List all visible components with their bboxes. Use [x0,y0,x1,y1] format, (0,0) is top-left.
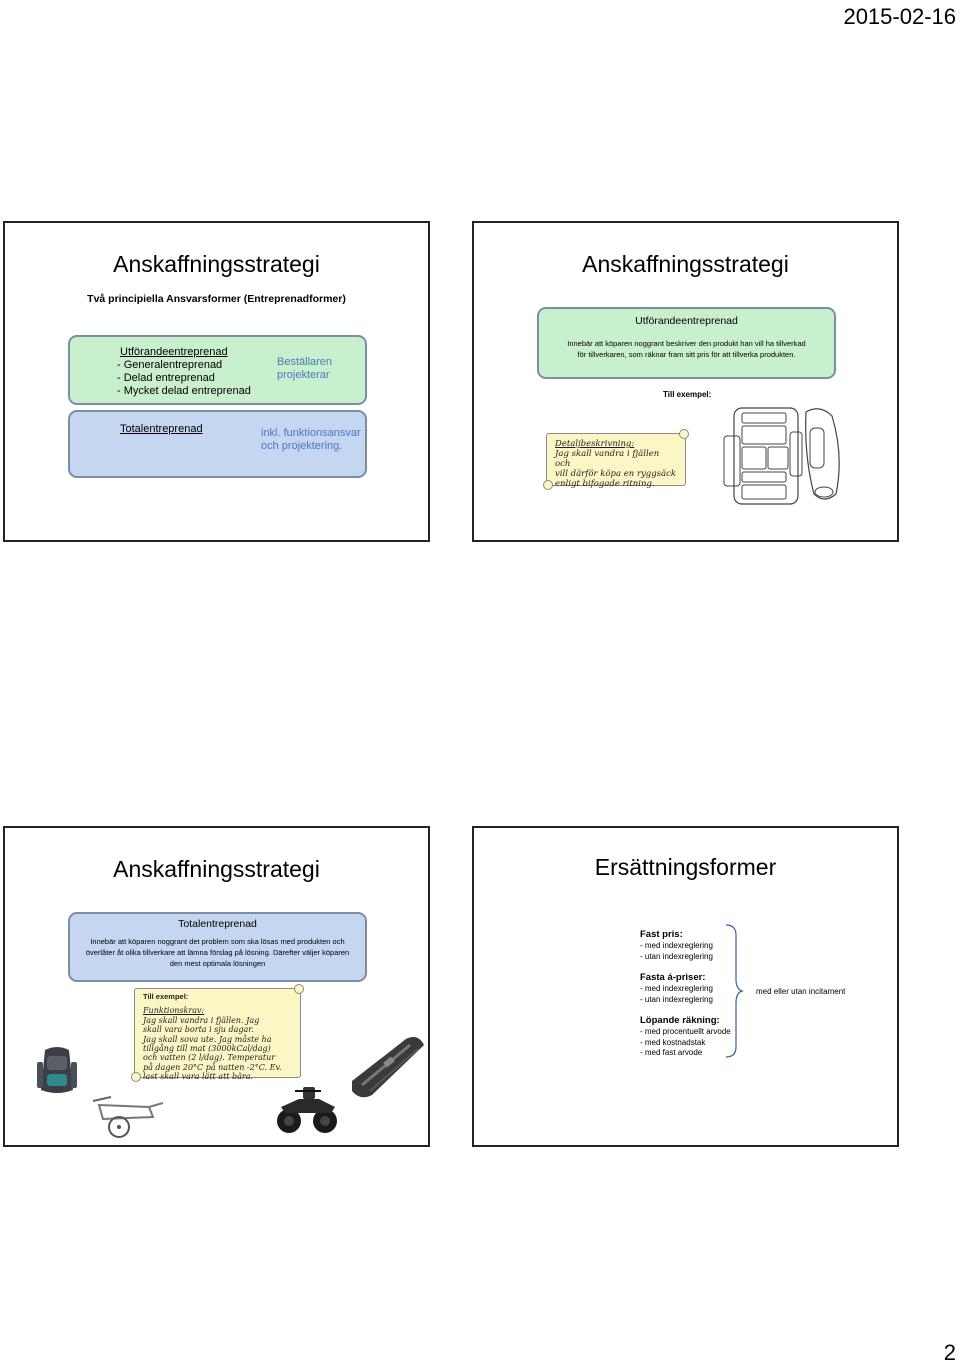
utforande-item: - Delad entreprenad [117,372,215,384]
slide-subtitle: Två principiella Ansvarsformer (Entrepre… [87,293,346,305]
brace-icon [725,924,744,1058]
cart-image [92,1096,164,1138]
scroll-line: tillgång till mat (3000kCal/dag) [143,1044,271,1054]
detail-scroll: Detaljbeskrivning: Jag skall vandra i fj… [543,429,689,490]
total-note: inkl. funktionsansvar [261,427,361,439]
group-item: - utan indexreglering [640,951,713,961]
header-date: 2015-02-16 [843,4,956,29]
utforande-box: Utförandeentreprenad Innebär att köparen… [537,307,836,379]
group-fast-pris: Fast pris: - med indexreglering - utan i… [640,929,713,962]
total-note-2: och projektering. [261,440,343,452]
utforande-heading: Utförandeentreprenad [635,315,738,327]
group-item: - med fast arvode [640,1048,703,1057]
group-lopande-rakning: Löpande räkning: - med procentuellt arvo… [640,1015,731,1059]
total-box: Totalentreprenad Innebär att köparen nog… [68,912,367,982]
atv-image [277,1087,337,1133]
slide-title: Anskaffningsstrategi [113,856,320,882]
backpack-image [37,1047,77,1093]
total-heading: Totalentreprenad [178,918,257,930]
group-item: - med indexreglering [640,984,713,993]
slide-4: Ersättningsformer Fast pris: - med index… [472,826,899,1147]
total-description-3: den mest optimala lösningen [169,959,266,968]
utforande-box: Utförandeentreprenad - Generalentreprena… [68,335,367,405]
incitament-note: med eller utan incitament [756,987,846,996]
slide-2: Anskaffningsstrategi Utförandeentreprena… [472,221,899,542]
scroll-line: och vatten (2 l/dag). Temperatur [143,1053,276,1063]
total-heading: Totalentreprenad [120,423,203,435]
scroll-line: last skall vara lätt att bära. [143,1072,254,1082]
utforande-description-2: för tillverkaren, som räknar fram sitt p… [577,350,796,359]
scroll-heading: Funktionskrav: [143,1006,205,1016]
utforande-item: - Generalentreprenad [117,359,223,371]
total-description: Innebär att köparen noggrant det problem… [90,937,345,946]
backpack-drawing [723,407,840,505]
group-item: - med procentuellt arvode [640,1027,731,1036]
bestallaren-note-2: projekterar [277,369,330,381]
slide-title: Ersättningsformer [594,854,777,880]
slide-3: Anskaffningsstrategi Totalentreprenad In… [3,826,430,1147]
sled-bag-image [352,1037,424,1098]
scroll-line: vill därför köpa en ryggsäck [555,469,677,479]
scroll-line: Jag skall vandra i fjällen och [555,449,660,469]
slide-1: Anskaffningsstrategi Två principiella An… [3,221,430,542]
group-heading: Löpande räkning: [640,1015,720,1026]
example-label: Till exempel: [663,390,712,399]
scroll-line: Jag skall vandra i fjällen. Jag [143,1015,260,1025]
utforande-item: - Mycket delad entreprenad [117,385,251,397]
scroll-line: skall vara borta i sju dagar. [143,1025,254,1035]
slide-title: Anskaffningsstrategi [113,251,320,277]
group-fasta-a-priser: Fasta á-priser: - med indexreglering - u… [640,972,713,1005]
slide-title: Anskaffningsstrategi [582,251,789,277]
group-item: - med kostnadstak [640,1037,706,1047]
group-item: - utan indexreglering [640,994,713,1004]
scroll-line: på dagen 20°C på natten -2°C. Ev. [143,1062,282,1072]
page-number: 2 [943,1340,956,1365]
total-box: Totalentreprenad inkl. funktionsansvar o… [68,410,367,478]
bestallaren-note: Beställaren [277,356,333,368]
scroll-line: Jag skall sova ute. Jag måste ha [143,1034,272,1044]
scroll-line: enligt bifogade ritning. [555,479,655,489]
function-scroll: Till exempel: Funktionskrav: Jag skall v… [131,984,304,1082]
total-description-2: överlåter åt olika tillverkare att lämna… [85,948,350,957]
group-heading: Fasta á-priser: [640,972,706,983]
utforande-heading: Utförandeentreprenad [120,346,228,358]
group-item: - med indexreglering [640,941,713,950]
group-heading: Fast pris: [640,929,683,940]
example-label: Till exempel: [143,992,189,1001]
utforande-description: Innebär att köparen noggrant beskriver d… [567,339,806,348]
scroll-heading: Detaljbeskrivning: [555,439,635,449]
